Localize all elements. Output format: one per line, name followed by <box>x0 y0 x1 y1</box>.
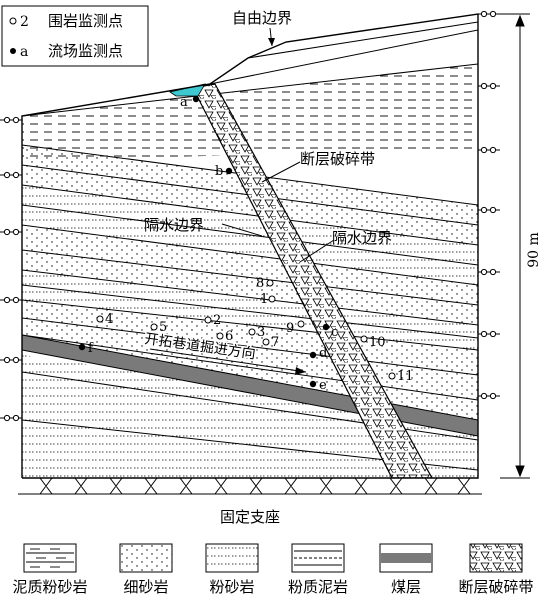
svg-text:11: 11 <box>397 369 414 384</box>
rock-point-legend-text: 围岩监测点 <box>48 12 123 30</box>
svg-text:2: 2 <box>213 313 221 328</box>
svg-text:6: 6 <box>225 329 233 344</box>
height-label: 90 m <box>526 232 542 268</box>
rock-point-7 <box>262 338 270 346</box>
svg-text:d: d <box>319 346 327 361</box>
fault-zone-leader <box>261 161 301 183</box>
flow-point-c <box>322 323 330 331</box>
svg-text:10: 10 <box>369 335 386 350</box>
model-outline <box>21 13 479 479</box>
height-dimension <box>500 13 530 479</box>
left-roller-supports <box>0 116 22 422</box>
legend-siltstone: 粉砂岩 <box>205 543 259 596</box>
flow-point-legend-text: 流场监测点 <box>48 42 123 60</box>
flow-point-f <box>78 343 86 351</box>
bottom-legend: 泥质粉砂岩 细砂岩 粉砂岩 粉质泥岩 煤层 断层破碎带 <box>12 543 534 596</box>
flow-point-e <box>309 380 317 388</box>
legend-fine-sandstone: 细砂岩 <box>119 543 173 596</box>
free-boundary-label: 自由边界 <box>232 9 292 27</box>
flow-point-symbol-label: a <box>20 44 28 60</box>
svg-text:泥质粉砂岩: 泥质粉砂岩 <box>12 578 87 596</box>
rock-point-5 <box>150 323 158 331</box>
strata-layers <box>22 14 478 478</box>
fault-breccia-zone <box>192 83 434 478</box>
svg-text:e: e <box>319 378 327 393</box>
rock-point-symbol <box>9 17 17 25</box>
svg-text:粉质泥岩: 粉质泥岩 <box>288 578 348 596</box>
svg-text:煤层: 煤层 <box>391 578 421 596</box>
layer-siltstone-bottom <box>22 355 478 478</box>
fault-zone-label: 断层破碎带 <box>300 150 375 168</box>
flow-point-symbol <box>10 48 16 54</box>
rock-point-10 <box>360 335 368 343</box>
flow-point-d <box>309 351 317 359</box>
layer-fine-sandstone-2 <box>22 225 478 325</box>
svg-text:断层破碎带: 断层破碎带 <box>458 578 533 596</box>
svg-text:1: 1 <box>260 292 268 307</box>
water-boundary-right-leader <box>299 239 335 263</box>
flow-monitoring-points: a b c d e f <box>78 95 338 393</box>
fixed-support-label: 固定支座 <box>220 508 280 526</box>
right-roller-supports <box>478 10 500 400</box>
svg-text:细砂岩: 细砂岩 <box>123 578 168 596</box>
rock-point-3 <box>248 328 256 336</box>
flow-point-b <box>225 167 233 175</box>
svg-text:3: 3 <box>257 325 265 340</box>
legend-fault-breccia: 断层破碎带 <box>458 543 534 596</box>
svg-text:9: 9 <box>286 321 294 336</box>
rock-point-1 <box>268 295 276 303</box>
svg-text:5: 5 <box>159 320 167 335</box>
svg-text:7: 7 <box>271 335 279 350</box>
water-boundary-left-leader <box>221 223 263 237</box>
rock-point-symbol-label: 2 <box>20 14 29 30</box>
svg-text:粉砂岩: 粉砂岩 <box>209 578 254 596</box>
svg-text:a: a <box>180 95 188 110</box>
rock-point-9 <box>297 320 305 328</box>
svg-text:c: c <box>331 325 338 340</box>
rock-point-11 <box>388 372 396 380</box>
rock-point-8 <box>266 279 274 287</box>
layer-muddy-siltstone-top <box>22 64 478 160</box>
svg-text:4: 4 <box>105 312 113 327</box>
rock-point-6 <box>216 332 224 340</box>
svg-text:8: 8 <box>256 276 264 291</box>
legend-silty-mudstone: 粉质泥岩 <box>288 543 348 596</box>
water-boundary-left-label: 隔水边界 <box>144 216 204 234</box>
svg-text:b: b <box>215 164 223 179</box>
rock-monitoring-points: 4 5 2 6 3 7 8 1 9 10 11 <box>96 276 414 384</box>
legend-muddy-siltstone: 泥质粉砂岩 <box>12 543 88 596</box>
fixed-support-base <box>18 477 482 495</box>
top-legend: 2 围岩监测点 a 流场监测点 <box>1 5 149 67</box>
water-boundary-right-label: 隔水边界 <box>332 229 392 247</box>
legend-coal-seam: 煤层 <box>379 543 433 596</box>
rock-point-2 <box>204 316 212 324</box>
rock-point-4 <box>96 315 104 323</box>
svg-text:f: f <box>88 341 94 356</box>
layer-silty-mudstone <box>22 270 478 350</box>
flow-point-a <box>192 95 200 103</box>
